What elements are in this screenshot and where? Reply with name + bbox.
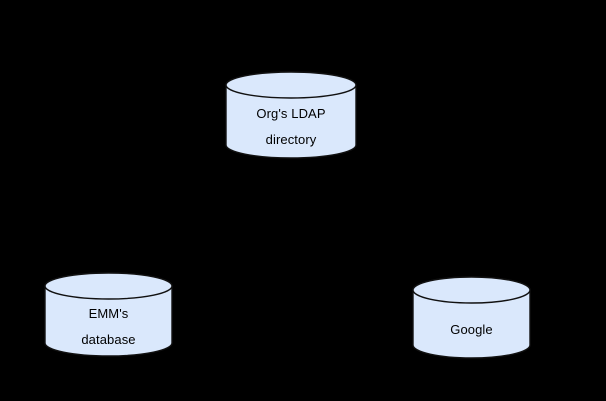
cylinder-shape-emm [44, 272, 173, 357]
database-node-google[interactable]: Google [412, 276, 531, 359]
cylinder-shape-ldap [225, 71, 357, 159]
database-node-emm[interactable]: EMM's database [44, 272, 173, 357]
database-node-ldap[interactable]: Org's LDAP directory [225, 71, 357, 159]
cylinder-shape-google [412, 276, 531, 359]
